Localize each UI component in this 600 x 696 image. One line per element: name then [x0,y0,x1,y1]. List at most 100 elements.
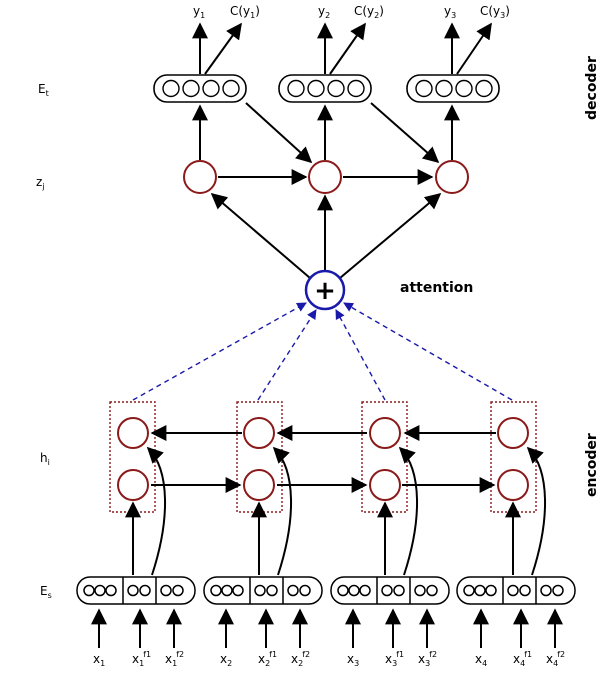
output-y2-sub: 2 [325,11,330,20]
input-x3-f2-sup: f2 [429,650,437,659]
decoder-state-3 [435,160,469,194]
attention-node [304,269,346,311]
encoder-embedding-1 [76,576,196,605]
input-x1-f1: x1f1 [132,650,151,668]
input-x4-f2-sub: 4 [553,659,558,668]
hidden-top-2 [243,417,275,449]
input-x1: x1 [93,652,105,668]
row-label-Es-main: E [40,584,48,598]
row-label-Et: Et [38,82,49,98]
decoder-label: decoder [584,56,600,120]
output-y3: y3 [444,4,456,20]
output-y1-sub: 1 [200,11,205,20]
decoder-embedding-2 [278,74,372,103]
input-x2-f2-main: x [291,652,298,666]
input-x3-f1: x3f1 [385,650,404,668]
hidden-top-4 [497,417,529,449]
hidden-bottom-4 [497,469,529,501]
encoder-label: encoder [584,433,600,497]
hidden-top-3 [369,417,401,449]
input-x3-f1-main: x [385,652,392,666]
output-y1: y1 [193,4,205,20]
row-label-zj: zj [36,175,45,191]
input-x4-f2-main: x [546,652,553,666]
input-x4-f2-sup: f2 [557,650,565,659]
encoder-input-arrows [125,446,546,576]
input-x1-f1-sub: 1 [139,659,144,668]
input-x1-f2-main: x [165,652,172,666]
output-y3-sub: 3 [451,11,456,20]
input-x3-f1-sub: 3 [392,659,397,668]
output-cy3-post: ) [505,4,510,18]
input-x3-sub: 3 [354,659,359,668]
hidden-top-1 [117,417,149,449]
output-cy2-sub: 2 [374,11,379,20]
decoder-state-arrows [192,102,460,185]
input-x4-f1-sup: f1 [524,650,532,659]
output-y1-main: y [193,4,200,18]
attention-dashed-links [132,302,513,401]
row-label-zj-main: z [36,175,42,189]
output-cy1-sub: 1 [250,11,255,20]
row-label-Et-sub: t [46,89,49,98]
input-x2-f1-sub: 2 [265,659,270,668]
input-x2-f1-sup: f1 [269,650,277,659]
hidden-bottom-3 [369,469,401,501]
raw-input-arrows [91,608,563,648]
input-x2-sub: 2 [227,659,232,668]
input-x1-f2: x1f2 [165,650,184,668]
decoder-state-2 [308,160,342,194]
input-x2-f2-sub: 2 [298,659,303,668]
input-x4-f2: x4f2 [546,650,565,668]
hidden-bottom-1 [117,469,149,501]
input-x4-f1-main: x [513,652,520,666]
input-x3-f2-sub: 3 [425,659,430,668]
input-x2-f2-sup: f2 [302,650,310,659]
input-x2: x2 [220,652,232,668]
output-cy3-sub: 3 [500,11,505,20]
input-x1-f2-sup: f2 [176,650,184,659]
input-x2-f1: x2f1 [258,650,277,668]
input-x4-sub: 4 [482,659,487,668]
output-cy3-pre: C(y [480,4,500,18]
input-x2-f1-main: x [258,652,265,666]
row-label-zj-sub: j [41,182,44,191]
row-label-Et-main: E [38,82,46,96]
input-x1-sub: 1 [100,659,105,668]
encoder-embedding-3 [330,576,450,605]
row-label-hi-sub: i [48,458,50,467]
encoder-recurrent-arrows [150,425,496,493]
output-cy2-post: ) [379,4,384,18]
row-label-hi-main: h [40,451,48,465]
input-x1-f2-sub: 1 [172,659,177,668]
input-x4-f1-sub: 4 [520,659,525,668]
encoder-hidden-boxes [109,401,537,513]
attention-arrows [210,192,442,279]
output-cy2: C(y2) [354,4,384,20]
input-x3-f1-sup: f1 [396,650,404,659]
input-labels: x1 x1f1 x1f2 x2 x2f1 x2f2 x3 x3f1 x3f2 x… [93,650,565,668]
output-y3-main: y [444,4,451,18]
output-cy2-pre: C(y [354,4,374,18]
input-x1-f1-sup: f1 [143,650,151,659]
output-cy3: C(y3) [480,4,510,20]
output-cy1-post: ) [255,4,260,18]
output-cy1-pre: C(y [230,4,250,18]
attention-label: attention [400,280,473,296]
input-x3-main: x [347,652,354,666]
input-x3: x3 [347,652,359,668]
row-label-hi: hi [40,451,50,467]
decoder-embedding-3 [406,74,500,103]
input-x3-f2-main: x [418,652,425,666]
row-label-Es-sub: s [48,591,52,600]
decoder-state-1 [183,160,217,194]
decoder-output-arrows [192,22,492,75]
input-x1-main: x [93,652,100,666]
output-y2-main: y [318,4,325,18]
input-x4-f1: x4f1 [513,650,532,668]
attention-plus-icon: + [314,276,336,306]
input-x1-f1-main: x [132,652,139,666]
encoder-embedding-2 [203,576,323,605]
input-x3-f2: x3f2 [418,650,437,668]
